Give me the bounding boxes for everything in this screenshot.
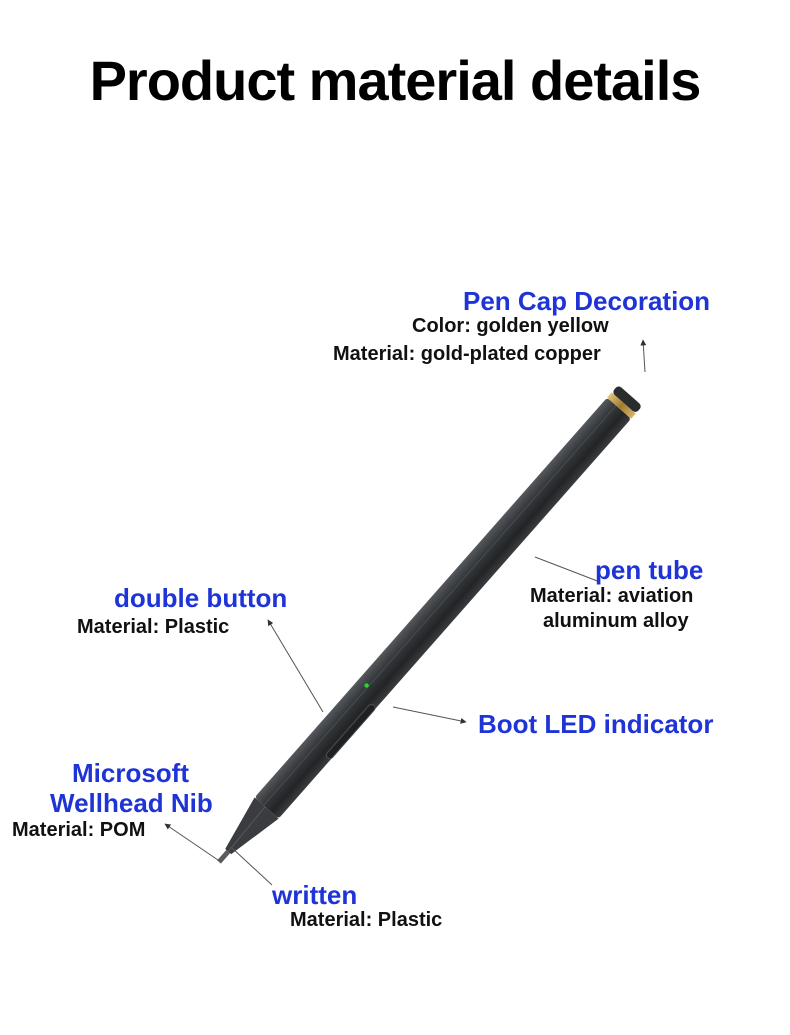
led-heading: Boot LED indicator: [478, 709, 714, 739]
cap-material-text: Material: gold-plated copper: [333, 343, 601, 365]
double-button: [325, 703, 376, 760]
stylus-pen: [217, 386, 641, 864]
written-heading: written: [272, 880, 358, 910]
cap-gold-ring: [607, 392, 636, 419]
tube-material-text: Material: aviation: [530, 585, 694, 607]
leader-cap: [640, 339, 647, 373]
leader-written: [231, 847, 273, 886]
nib-heading-line2: Wellhead Nib: [50, 788, 213, 818]
tube-material-text-2: aluminum alloy: [543, 610, 689, 632]
cap-end: [613, 386, 641, 412]
page-title: Product material details: [89, 49, 702, 112]
button-heading: double button: [114, 583, 288, 613]
pen-tip: [217, 849, 231, 864]
cap-color-text: Color: golden yellow: [412, 315, 609, 337]
led-indicator: [364, 683, 369, 688]
nib-cone: [225, 797, 279, 855]
leader-button: [267, 619, 324, 713]
cap-heading: Pen Cap Decoration: [463, 286, 711, 316]
tube-heading: pen tube: [595, 555, 704, 585]
pen-barrel: [255, 398, 630, 818]
nib-material-text: Material: POM: [12, 819, 146, 841]
button-material-text: Material: Plastic: [77, 616, 230, 638]
nib-heading-line1: Microsoft: [72, 758, 189, 788]
leader-tube: [534, 556, 601, 583]
leader-led: [392, 706, 467, 724]
written-material-text: Material: Plastic: [290, 909, 443, 931]
leader-nib: [164, 823, 219, 861]
